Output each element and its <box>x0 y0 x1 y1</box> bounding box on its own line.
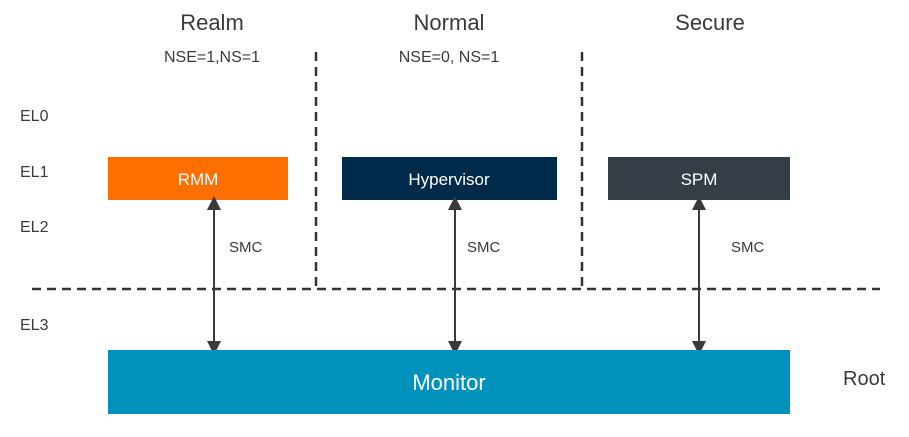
rmm-box <box>108 157 288 200</box>
world-title-secure: Secure <box>675 10 745 35</box>
el-label-el2: EL2 <box>20 219 49 236</box>
rmm-label: RMM <box>178 170 219 189</box>
hypervisor-box <box>342 157 557 200</box>
monitor-box <box>108 350 790 414</box>
world-subtitle-realm: NSE=1,NS=1 <box>164 49 260 66</box>
el-label-el3: EL3 <box>20 317 49 334</box>
smc-label-rmm: SMC <box>229 239 263 256</box>
spm-label: SPM <box>681 170 718 189</box>
hypervisor-label: Hypervisor <box>408 170 490 189</box>
smc-label-hypervisor: SMC <box>467 239 501 256</box>
el-label-el1: EL1 <box>20 164 49 181</box>
monitor-label: Monitor <box>412 370 485 395</box>
smc-label-spm: SMC <box>731 239 765 256</box>
el-label-el0: EL0 <box>20 108 49 125</box>
spm-box <box>608 157 790 200</box>
world-subtitle-normal: NSE=0, NS=1 <box>399 49 500 66</box>
world-title-normal: Normal <box>414 10 485 35</box>
root-label: Root <box>843 368 886 390</box>
world-title-realm: Realm <box>180 10 244 35</box>
